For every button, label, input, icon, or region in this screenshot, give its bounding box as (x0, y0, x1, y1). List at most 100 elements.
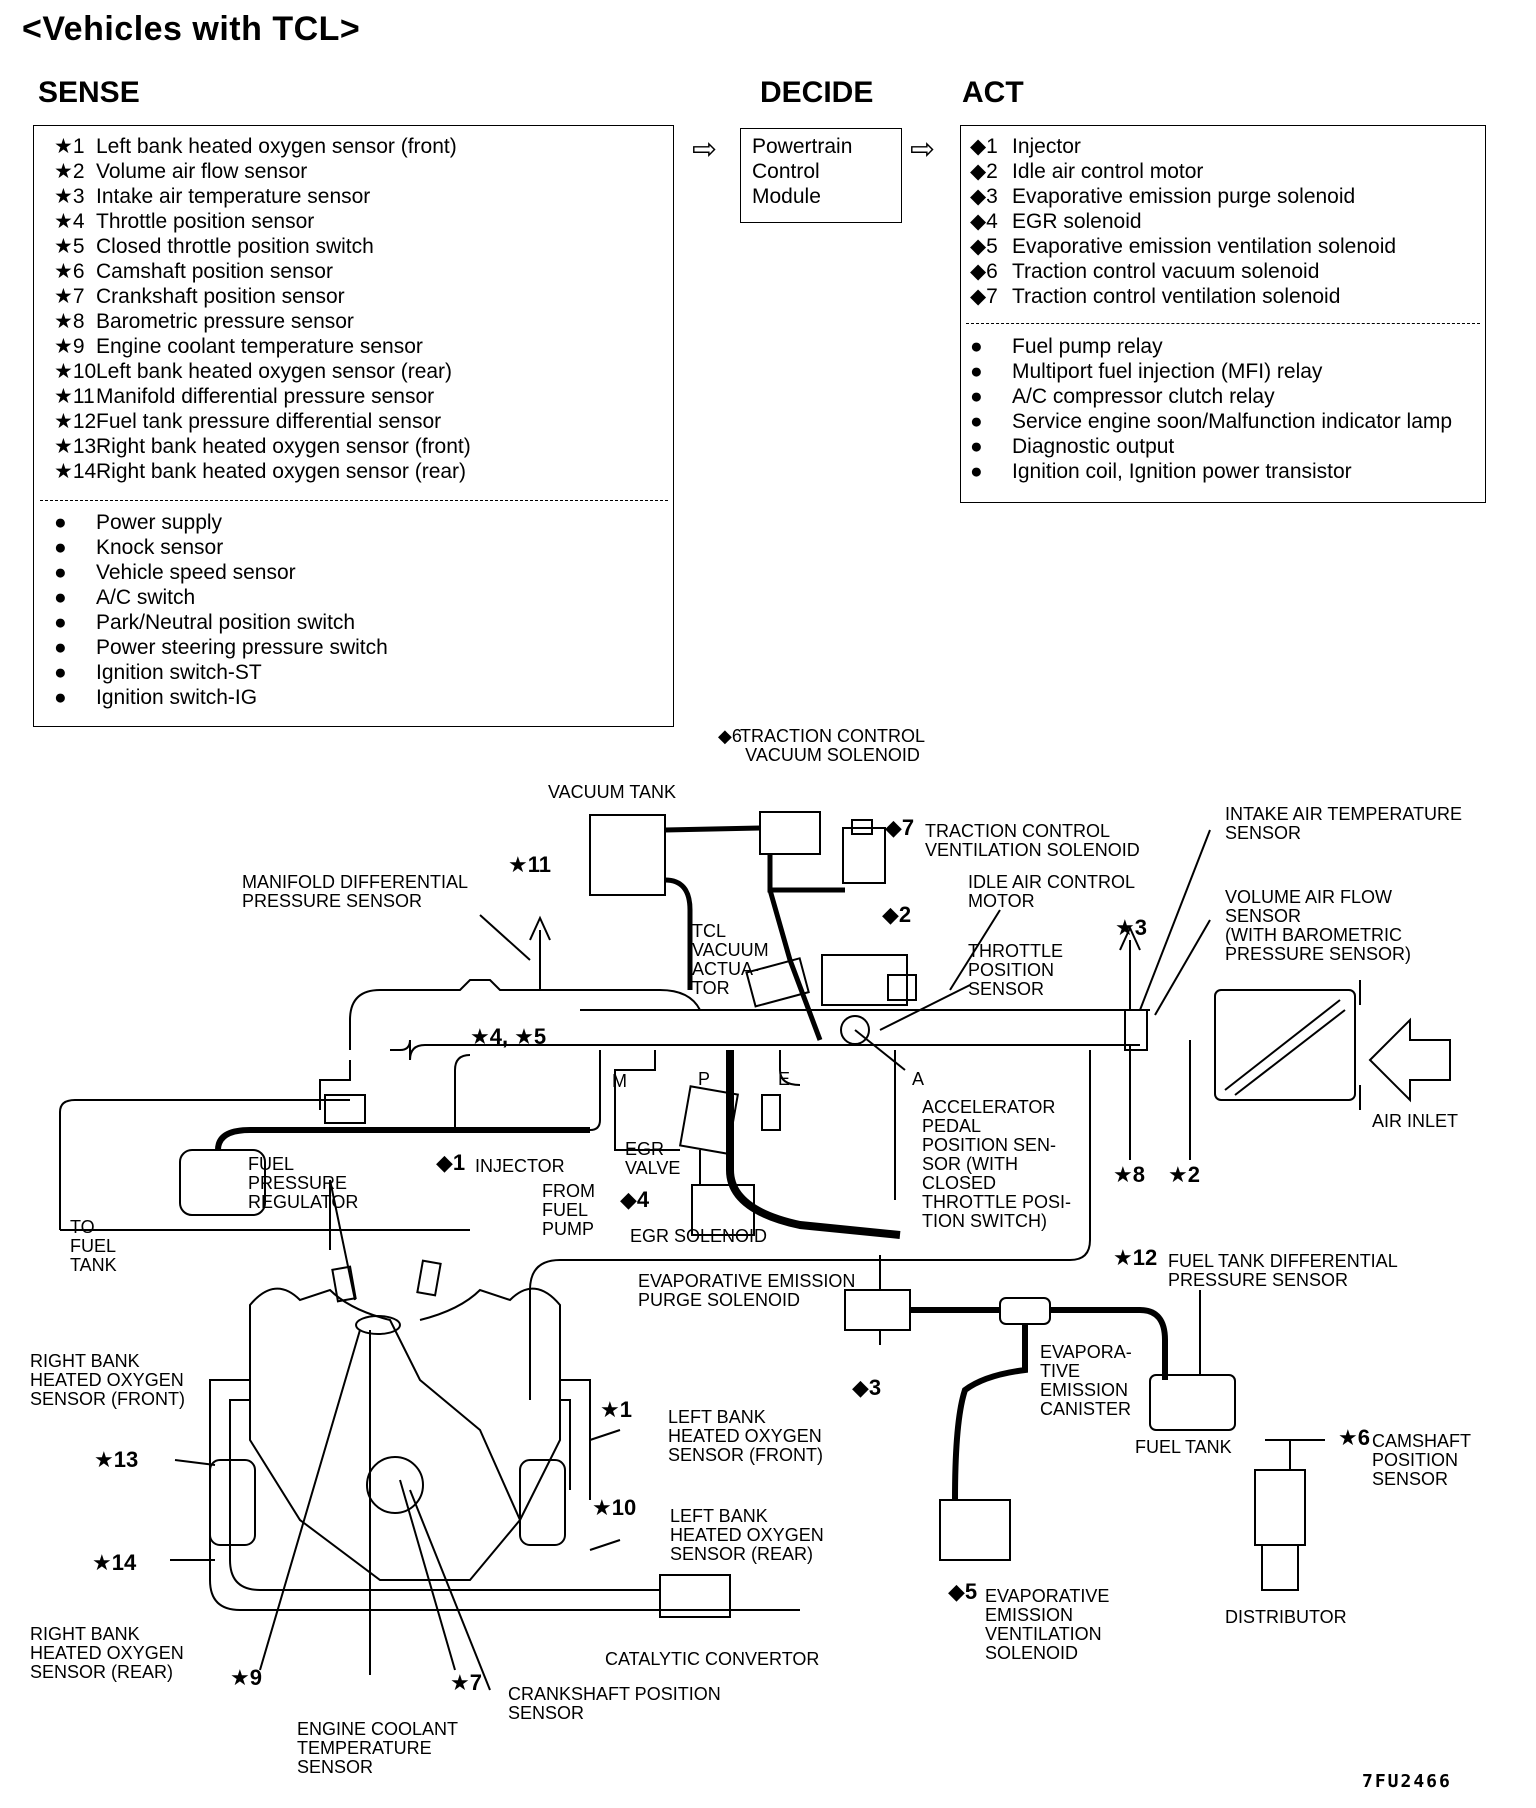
act-header: ACT (962, 76, 1024, 109)
act-other-item: ●Ignition coil, Ignition power transisto… (970, 459, 1452, 484)
item-text: A/C compressor clutch relay (1012, 385, 1275, 408)
item-text: Barometric pressure sensor (96, 310, 354, 333)
item-text: Manifold differential pressure sensor (96, 385, 435, 408)
item-marker: ● (970, 410, 983, 433)
item-marker: ★12 (54, 410, 97, 433)
manifold-diff-label: MANIFOLD DIFFERENTIAL PRESSURE SENSOR (242, 872, 469, 911)
act-other-item: ●A/C compressor clutch relay (970, 384, 1452, 409)
item-text: Ignition coil, Ignition power transistor (1012, 460, 1352, 483)
act-other-item: ●Multiport fuel injection (MFI) relay (970, 359, 1452, 384)
act-other-item: ●Diagnostic output (970, 434, 1452, 459)
tcl-vacuum-solenoid-num: ◆6 (718, 726, 742, 746)
port-m-label: M (612, 1071, 627, 1091)
diamond2-label: ◆2 (882, 902, 912, 927)
act-list-item: ◆7 Traction control ventilation solenoid (970, 284, 1396, 309)
sense-other-item: ●Power steering pressure switch (54, 635, 388, 660)
item-marker: ● (54, 661, 67, 684)
injector-label: INJECTOR (475, 1156, 565, 1176)
star10-label: ★10 (592, 1495, 637, 1520)
item-marker: ★6 (54, 260, 85, 283)
item-text: Throttle position sensor (96, 210, 315, 233)
vaf-label: VOLUME AIR FLOW SENSOR (WITH BAROMETRIC … (1225, 887, 1412, 964)
tcl-actuator-label: TCL VACUUM ACTUA- TOR (692, 921, 769, 998)
star8-label: ★8 (1113, 1162, 1145, 1187)
item-marker: ◆7 (970, 285, 998, 308)
sense-other-item: ●Ignition switch-ST (54, 660, 388, 685)
star7-label: ★7 (450, 1670, 482, 1695)
item-text: Multiport fuel injection (MFI) relay (1012, 360, 1323, 383)
tcl-vent-solenoid-label: TRACTION CONTROL VENTILATION SOLENOID (925, 821, 1140, 860)
item-text: Idle air control motor (1012, 160, 1204, 183)
port-a-label: A (912, 1069, 925, 1089)
item-marker: ● (54, 511, 67, 534)
star9-label: ★9 (230, 1665, 262, 1690)
canister-label: EVAPORA- TIVE EMISSION CANISTER (1040, 1342, 1132, 1419)
sense-other-list: ●Power supply●Knock sensor●Vehicle speed… (54, 510, 388, 710)
item-marker: ★3 (54, 185, 85, 208)
item-text: Closed throttle position switch (96, 235, 374, 258)
fpr-label: FUEL PRESSURE REGULATOR (248, 1154, 359, 1212)
act-other-item: ●Fuel pump relay (970, 334, 1452, 359)
item-marker: ◆1 (970, 135, 998, 158)
item-marker: ◆3 (970, 185, 998, 208)
port-e-label: E (778, 1069, 791, 1089)
item-text: Evaporative emission purge solenoid (1012, 185, 1356, 208)
item-text: Crankshaft position sensor (96, 285, 345, 308)
item-text: Intake air temperature sensor (96, 185, 371, 208)
item-marker: ★2 (54, 160, 85, 183)
star14-label: ★14 (92, 1550, 137, 1575)
item-text: Ignition switch-IG (96, 686, 258, 709)
item-text: Traction control ventilation solenoid (1012, 285, 1341, 308)
item-text: Right bank heated oxygen sensor (rear) (96, 460, 467, 483)
sense-other-item: ● Vehicle speed sensor (54, 560, 388, 585)
pcm-label: Powertrain Control Module (752, 135, 853, 208)
item-marker: ★1 (54, 135, 85, 158)
act-list-item: ◆3 Evaporative emission purge solenoid (970, 184, 1396, 209)
item-text: Vehicle speed sensor (96, 561, 296, 584)
item-text: Left bank heated oxygen sensor (rear) (96, 360, 453, 383)
sense-list-item: ★7 Crankshaft position sensor (54, 284, 471, 309)
to-tank-label: TO FUEL TANK (70, 1217, 117, 1275)
port-p-label: P (698, 1069, 711, 1089)
diamond3-label: ◆3 (852, 1375, 882, 1400)
item-text: Injector (1012, 135, 1081, 158)
item-marker: ★9 (54, 335, 85, 358)
star2-label: ★2 (1168, 1162, 1200, 1187)
item-marker: ◆5 (970, 235, 998, 258)
item-text: Power supply (96, 511, 223, 534)
purge-solenoid-label: EVAPORATIVE EMISSION PURGE SOLENOID (638, 1271, 856, 1310)
distributor-label: DISTRIBUTOR (1225, 1607, 1347, 1627)
item-text: Service engine soon/Malfunction indicato… (1012, 410, 1453, 433)
item-text: EGR solenoid (1012, 210, 1142, 233)
accel-pedal-label: ACCELERATOR PEDAL POSITION SEN- SOR (WIT… (922, 1097, 1072, 1231)
idle-air-label: IDLE AIR CONTROL MOTOR (968, 872, 1136, 911)
from-pump-label: FROM FUEL PUMP (542, 1181, 595, 1239)
act-list-item: ◆1 Injector (970, 134, 1396, 159)
item-marker: ★14 (54, 460, 97, 483)
decide-box (740, 128, 902, 223)
item-marker: ● (54, 561, 67, 584)
lb-front-label: LEFT BANK HEATED OXYGEN SENSOR (FRONT) (668, 1407, 823, 1465)
item-text: Diagnostic output (1012, 435, 1175, 458)
injector-num: ◆1 (436, 1150, 466, 1175)
item-marker: ● (54, 636, 67, 659)
arrow-right-icon: ⇨ (692, 133, 718, 166)
camshaft-label: CAMSHAFT POSITION SENSOR (1372, 1431, 1471, 1489)
item-marker: ★7 (54, 285, 85, 308)
